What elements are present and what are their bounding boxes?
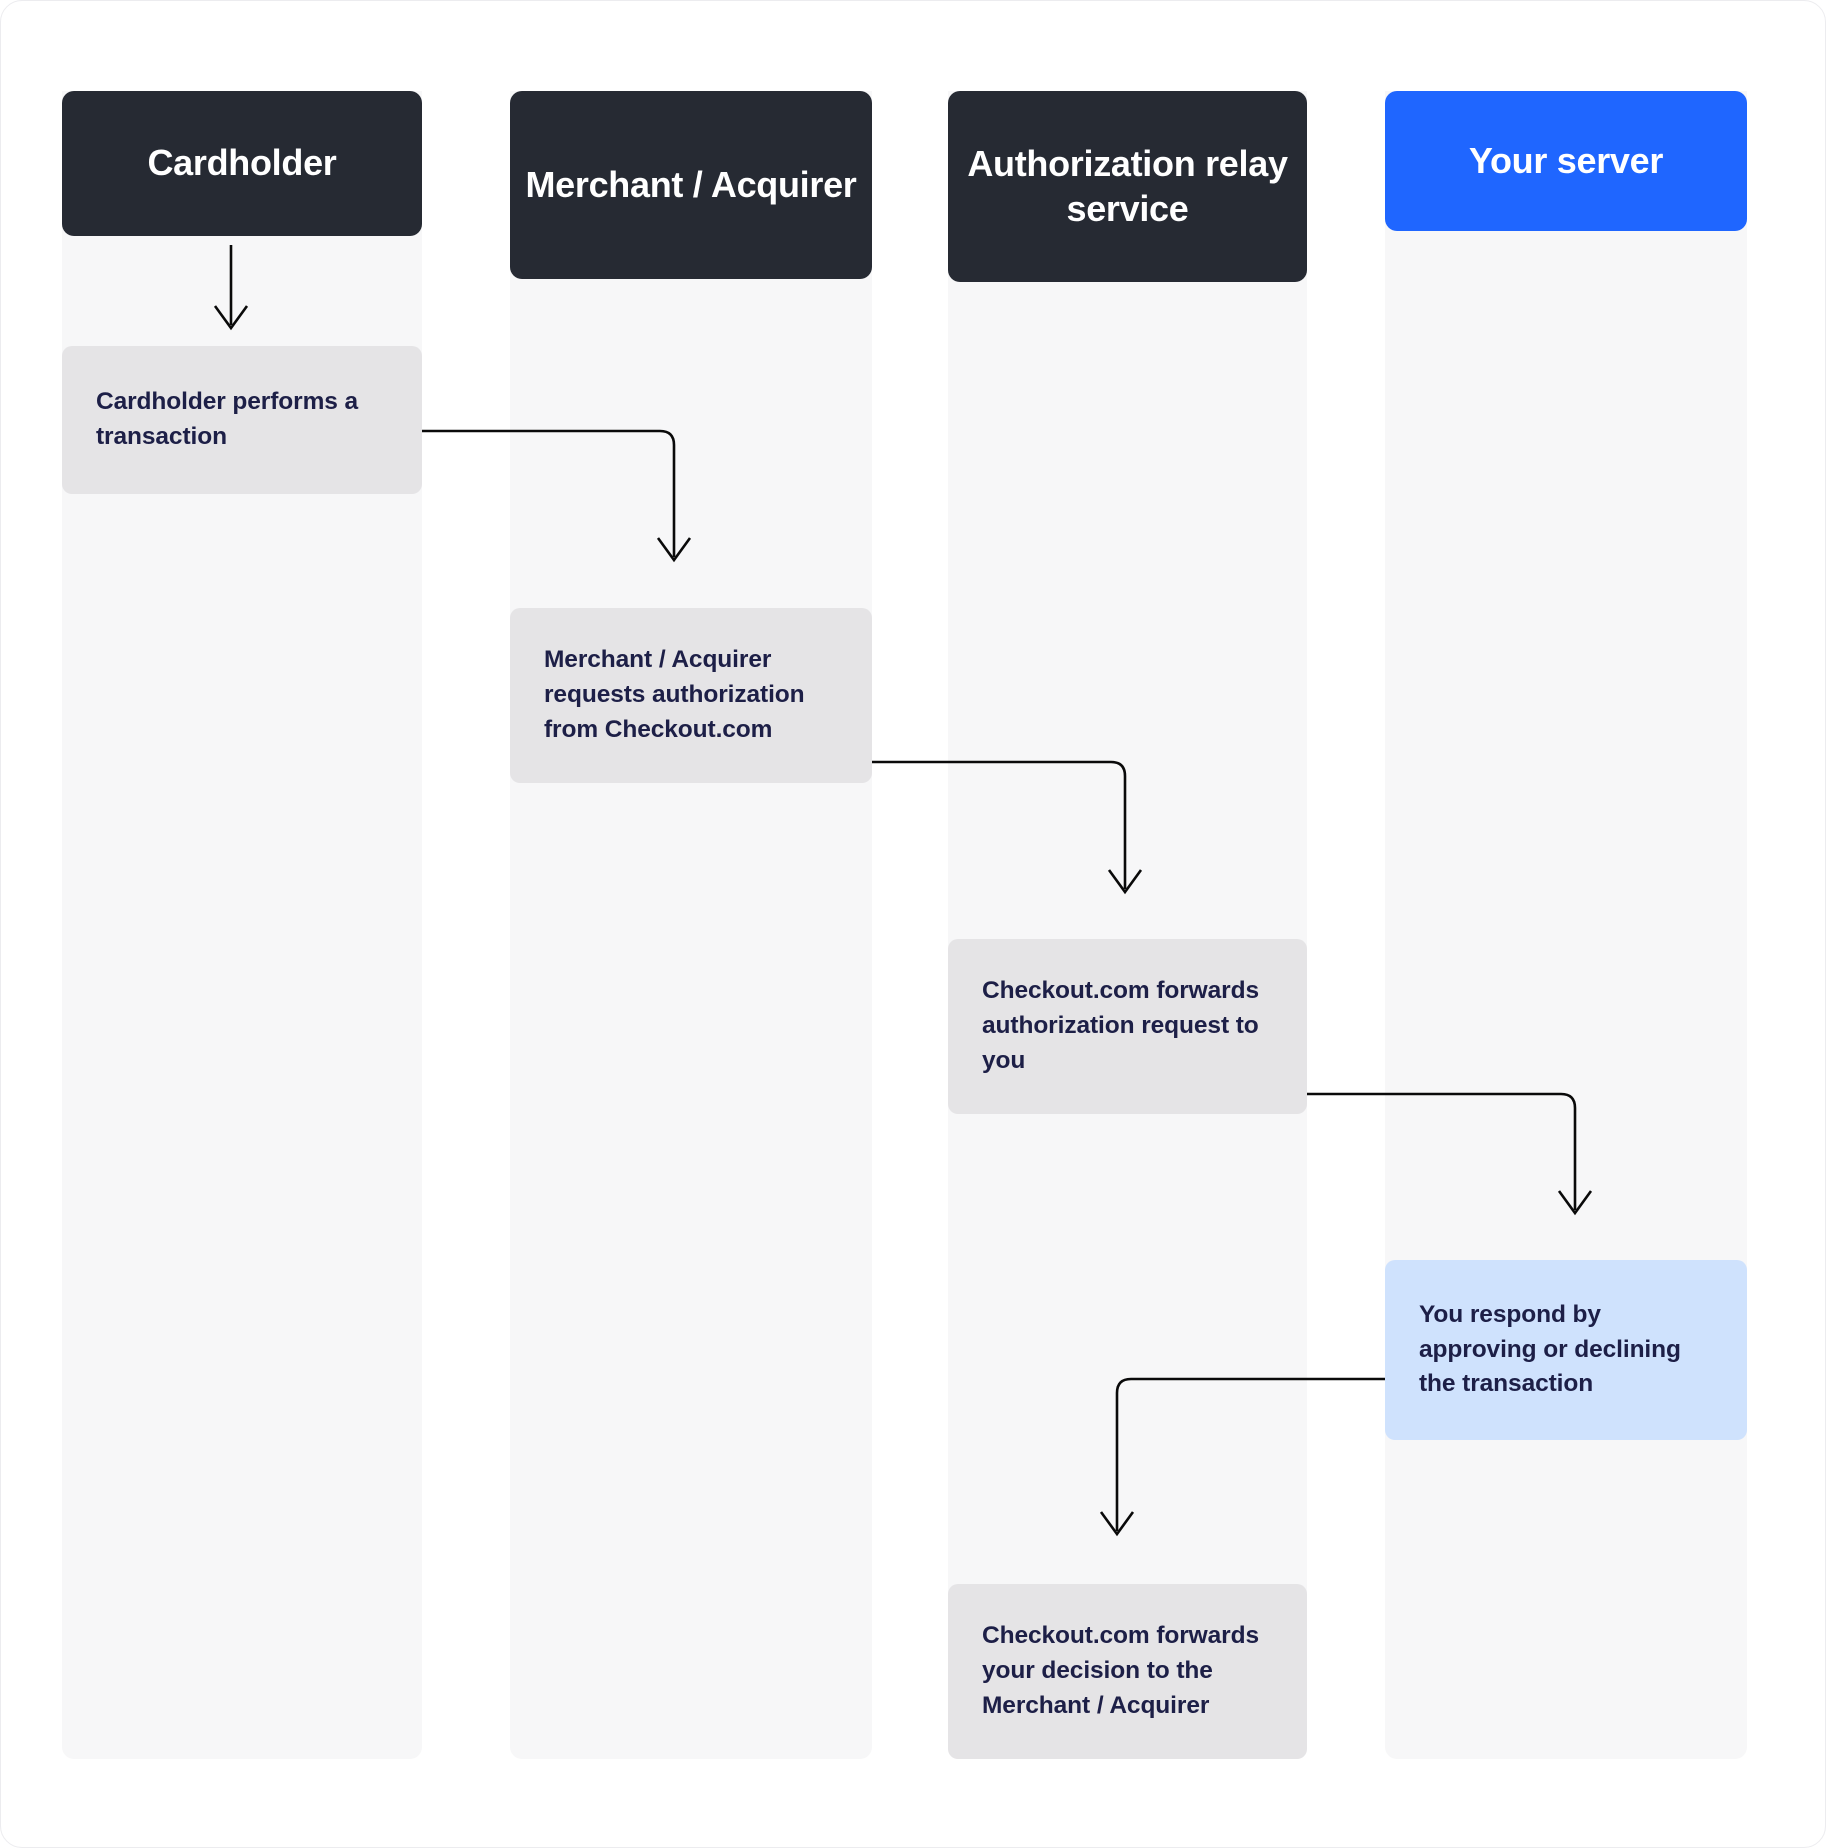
message-box-step-4[interactable]: You respond by approving or declining th… [1385, 1260, 1747, 1440]
message-box-step-5[interactable]: Checkout.com forwards your decision to t… [948, 1584, 1307, 1759]
message-box-step-1-text: Cardholder performs a transaction [96, 388, 359, 450]
swimlane-authorization-relay-service-label: Authorization relay service [967, 142, 1288, 229]
message-box-step-2[interactable]: Merchant / Acquirer requests authorizati… [510, 608, 872, 783]
swimlane-cardholder: Cardholder [62, 91, 422, 1759]
swimlane-your-server-label: Your server [1468, 139, 1664, 181]
message-box-step-2-text: Merchant / Acquirer requests authorizati… [544, 646, 805, 743]
swimlane-merchant-acquirer: Merchant / Acquirer [510, 91, 872, 1759]
swimlane-your-server: Your server [1385, 91, 1747, 1759]
swimlane-merchant-acquirer-body [510, 91, 872, 1759]
swimlane-your-server-header[interactable]: Your server [1385, 91, 1747, 231]
swimlane-merchant-acquirer-label: Merchant / Acquirer [525, 163, 857, 205]
swimlane-cardholder-body [62, 91, 422, 1759]
swimlane-authorization-relay-service-header[interactable]: Authorization relay service [948, 91, 1307, 282]
swimlane-cardholder-header[interactable]: Cardholder [62, 91, 422, 236]
swimlane-your-server-body [1385, 91, 1747, 1759]
message-box-step-3-text: Checkout.com forwards authorization requ… [982, 977, 1259, 1074]
swimlane-cardholder-label: Cardholder [147, 142, 337, 184]
message-box-step-3[interactable]: Checkout.com forwards authorization requ… [948, 939, 1307, 1114]
swimlane-authorization-relay-service: Authorization relay service [948, 91, 1307, 1759]
message-box-step-4-text: You respond by approving or declining th… [1419, 1300, 1681, 1398]
swimlane-merchant-acquirer-header[interactable]: Merchant / Acquirer [510, 91, 872, 279]
message-box-step-1[interactable]: Cardholder performs a transaction [62, 346, 422, 494]
message-box-step-5-text: Checkout.com forwards your decision to t… [982, 1622, 1259, 1719]
swimlane-authorization-relay-service-body [948, 91, 1307, 1759]
